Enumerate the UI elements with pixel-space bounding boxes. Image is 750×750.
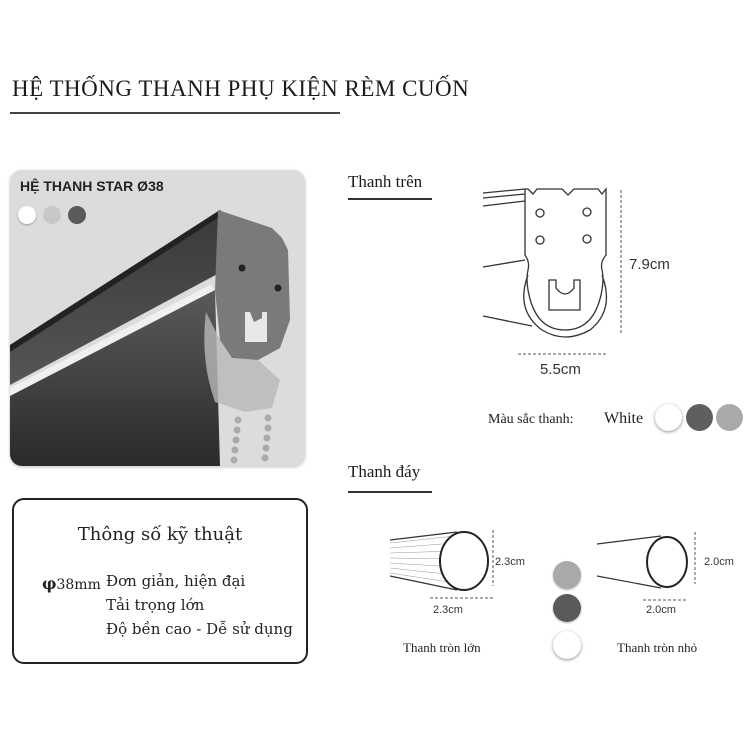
top-swatch-dark-gray [686,404,713,431]
title-underline [10,112,340,114]
swatch-dark-gray [68,206,86,224]
bottom-bar-underline [348,491,432,493]
spec-line: Độ bền cao - Dễ sử dụng [106,620,293,638]
bottom-bar-label: Thanh đáy [348,462,421,481]
spec-title: Thông số kỹ thuật [77,524,243,545]
color-label: Màu sắc thanh: [488,412,574,427]
roller-blind-photo [10,210,290,466]
spec-box: Thông số kỹ thuật φ38mm Đơn giản, hiện đ… [12,498,308,664]
large-bar-name: Thanh tròn lớn [403,640,481,655]
small-bar-name: Thanh tròn nhỏ [617,640,698,655]
product-card: HỆ THANH STAR Ø38 [10,170,305,466]
large-width-dim: 2.3cm [433,604,463,616]
bottom-swatch-dark-gray [553,594,581,622]
swatch-light-gray [43,206,61,224]
spec-line: Đơn giản, hiện đại [106,572,246,590]
spec-diameter: φ38mm [42,574,101,593]
swatch-white [18,206,36,224]
phi-symbol: φ [42,574,57,593]
small-bottom-bar-diagram [596,532,696,601]
top-bar-label: Thanh trên [348,172,423,191]
diameter-value: 38mm [56,577,101,593]
top-swatch-white [655,404,682,431]
small-height-dim: 2.0cm [704,556,734,568]
top-bar-diagram [482,187,622,355]
bottom-swatch-white [553,631,581,659]
page-title: HỆ THỐNG THANH PHỤ KIỆN RÈM CUỐN [12,76,470,101]
top-swatch-light-gray [716,404,743,431]
spec-line: Tải trọng lớn [106,596,205,614]
product-card-title: HỆ THANH STAR Ø38 [20,178,164,194]
bottom-swatch-light-gray [553,561,581,589]
large-height-dim: 2.3cm [495,556,525,568]
top-bar-width-dim: 5.5cm [540,361,581,378]
small-width-dim: 2.0cm [646,604,676,616]
color-value: White [604,410,644,427]
large-bottom-bar-diagram [389,530,495,599]
top-bar-underline [348,198,432,200]
top-bar-height-dim: 7.9cm [629,256,670,273]
